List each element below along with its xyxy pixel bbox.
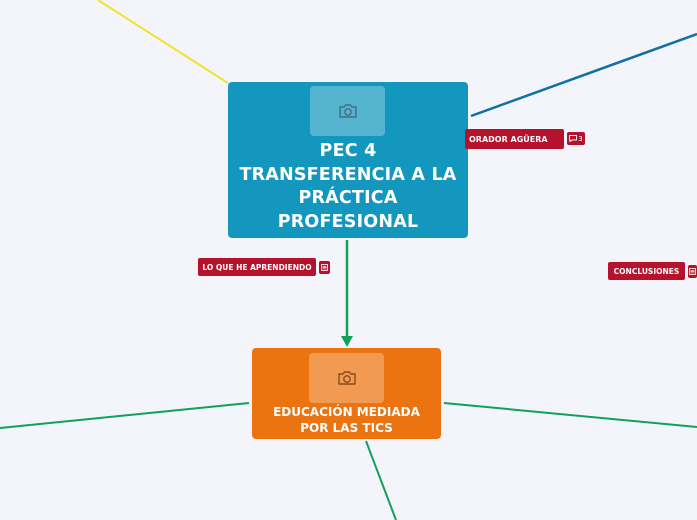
- comments-badge[interactable]: 3: [567, 132, 585, 145]
- central-node-title: PEC 4 TRANSFERENCIA A LA PRÁCTICA PROFES…: [239, 141, 457, 232]
- tag-aprendiendo[interactable]: LO QUE HE APRENDIENDO: [198, 258, 316, 276]
- comment-icon: [569, 135, 578, 142]
- tag-conclusiones[interactable]: CONCLUSIONES: [608, 262, 685, 280]
- notes-icon: [321, 264, 328, 271]
- tag-aguera-label: ORADOR AGÜERA: [469, 134, 548, 144]
- tag-conclusiones-label: CONCLUSIONES: [613, 266, 680, 276]
- connector-yellow: [97, 0, 229, 84]
- connector-green-left: [0, 402, 250, 429]
- camera-icon: [338, 104, 357, 118]
- arrowhead: [341, 336, 353, 347]
- tag-aguera[interactable]: ORADOR AGÜERA: [465, 129, 564, 149]
- central-node[interactable]: PEC 4 TRANSFERENCIA A LA PRÁCTICA PROFES…: [228, 82, 468, 238]
- connector-green-down: [365, 440, 397, 520]
- notes-icon: [689, 268, 696, 275]
- comment-count: 3: [578, 134, 583, 143]
- image-placeholder[interactable]: [310, 86, 385, 136]
- image-placeholder[interactable]: [309, 353, 384, 403]
- education-node[interactable]: EDUCACIÓN MEDIADA POR LAS TICS: [252, 348, 441, 439]
- notes-badge[interactable]: [688, 265, 697, 278]
- connector-green-right: [443, 402, 697, 428]
- education-node-title: EDUCACIÓN MEDIADA POR LAS TICS: [273, 405, 420, 435]
- tag-aprendiendo-label: LO QUE HE APRENDIENDO: [202, 262, 312, 272]
- connector-blue: [470, 32, 697, 118]
- camera-icon: [337, 371, 356, 385]
- notes-badge[interactable]: [319, 261, 330, 274]
